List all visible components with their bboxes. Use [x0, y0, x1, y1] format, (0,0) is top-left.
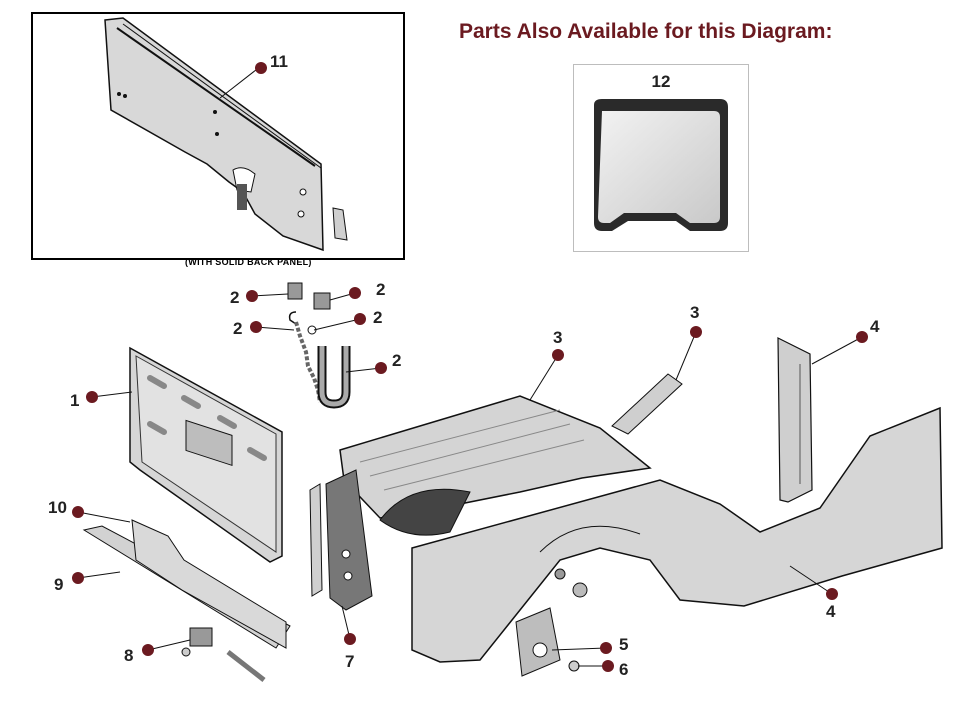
- callout-10: 10: [48, 498, 67, 517]
- solid-back-panel-inset: (WITH SOLID BACK PANEL): [31, 12, 405, 267]
- corner-bracket-part[interactable]: [309, 469, 373, 611]
- callout-4a: 4: [870, 317, 880, 336]
- callout-8: 8: [124, 646, 133, 665]
- tailgate-part[interactable]: [129, 346, 283, 563]
- hooks-chain-parts[interactable]: [287, 282, 351, 409]
- parts-also-available-heading: Parts Also Available for this Diagram:: [459, 20, 833, 43]
- callout-9: 9: [54, 575, 63, 594]
- callout-dot-2b: [349, 287, 361, 299]
- callout-2c: 2: [233, 319, 242, 338]
- callout-dot-8: [142, 644, 154, 656]
- callout-dot-7: [344, 633, 356, 645]
- callout-1: 1: [70, 391, 79, 410]
- callout-2d: 2: [373, 308, 382, 327]
- callout-2a: 2: [230, 288, 239, 307]
- callout-5: 5: [619, 635, 628, 654]
- callout-dot-4a: [856, 331, 868, 343]
- sill-rails-parts[interactable]: [82, 519, 291, 649]
- extra-part-card[interactable]: 12: [573, 64, 749, 252]
- callout-6: 6: [619, 660, 628, 679]
- callout-dot-11: [255, 62, 267, 74]
- callout-4b: 4: [826, 602, 836, 621]
- callout-dot-5: [600, 642, 612, 654]
- callout-dot-2a: [246, 290, 258, 302]
- hardware-parts[interactable]: [181, 568, 588, 682]
- floor-pan-drawing: [594, 99, 728, 231]
- callout-dot-1: [86, 391, 98, 403]
- callout-3b: 3: [690, 303, 699, 322]
- callout-dot-2e: [375, 362, 387, 374]
- solid-back-panel-drawing: [104, 17, 348, 252]
- callout-dot-6: [602, 660, 614, 672]
- callout-3a: 3: [553, 328, 562, 347]
- callout-dot-10: [72, 506, 84, 518]
- callout-dot-3b: [690, 326, 702, 338]
- leader-lines: [77, 65, 863, 667]
- callout-2b: 2: [376, 280, 385, 299]
- rear-floor-part[interactable]: [339, 373, 683, 536]
- callout-dot-3a: [552, 349, 564, 361]
- inset-caption: (WITH SOLID BACK PANEL): [185, 257, 312, 267]
- callout-dot-9: [72, 572, 84, 584]
- extra-part-callout: 12: [651, 72, 671, 91]
- callout-dot-4b: [826, 588, 838, 600]
- callout-labels: 11 1 2 2 2 2 2 3 3 4 4 5 6 7 8 9 10: [48, 52, 880, 679]
- callout-dot-2d: [354, 313, 366, 325]
- side-panel-part[interactable]: [411, 337, 943, 663]
- callout-2e: 2: [392, 351, 401, 370]
- callout-dot-2c: [250, 321, 262, 333]
- callout-7: 7: [345, 652, 354, 671]
- callout-11: 11: [270, 52, 288, 71]
- callout-dots: [72, 62, 868, 672]
